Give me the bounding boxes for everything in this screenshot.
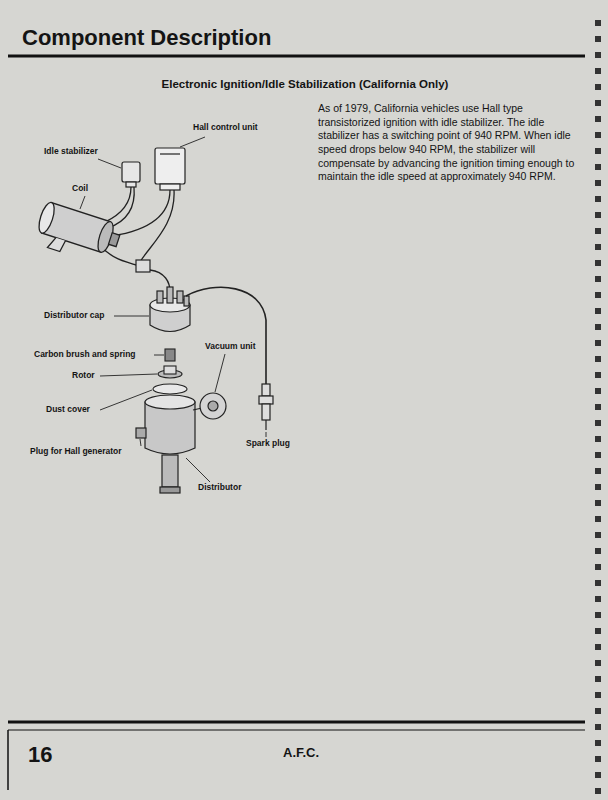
part-label: Dust cover: [46, 404, 90, 415]
connector-plug: [136, 260, 150, 272]
body-text: As of 1979, California vehicles use Hall…: [318, 102, 586, 184]
leader-line: [80, 137, 266, 482]
part-label: Spark plug: [246, 438, 290, 449]
part-label: Vacuum unit: [205, 341, 256, 352]
spark-plug-lead: [186, 287, 266, 384]
part-label: Coil: [72, 183, 88, 194]
part-label: Carbon brush and spring: [34, 349, 136, 360]
wiring: [100, 187, 174, 292]
hall-control-unit: [155, 148, 185, 190]
header-rule: [8, 55, 585, 58]
footer-rule: [8, 730, 585, 731]
dust-cover: [153, 384, 187, 394]
part-label: Rotor: [72, 370, 95, 381]
distributor-cap: [150, 287, 190, 332]
ignition-coil: [32, 201, 123, 268]
vacuum-unit: [193, 393, 226, 419]
page-title: Component Description: [22, 24, 271, 52]
binding-holes: [595, 20, 601, 795]
part-label: Hall control unit: [193, 122, 258, 133]
part-label: Distributor cap: [44, 310, 104, 321]
page-number: 16: [28, 741, 52, 769]
part-label: Distributor: [198, 482, 241, 493]
rotor: [158, 366, 182, 378]
carbon-brush: [165, 349, 175, 361]
footer-rule: [7, 730, 9, 790]
part-label: Plug for Hall generator: [30, 446, 122, 457]
footer-code: A.F.C.: [283, 745, 319, 761]
part-label: Idle stabilizer: [44, 146, 98, 157]
idle-stabilizer: [122, 162, 140, 187]
spark-plug: [259, 384, 273, 430]
distributor-body: [136, 395, 195, 493]
section-heading: Electronic Ignition/Idle Stabilization (…: [100, 77, 510, 91]
footer-rule: [8, 721, 585, 724]
